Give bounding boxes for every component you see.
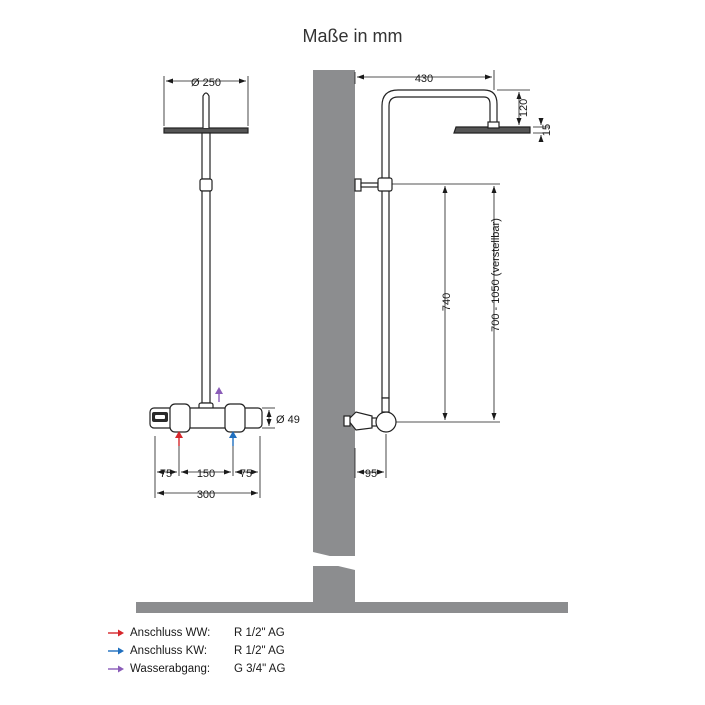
legend-item-cold: Anschluss KW: R 1/2" AG — [108, 642, 285, 660]
front-dimensions — [154, 76, 275, 498]
legend-label: Wasserabgang: — [130, 663, 211, 675]
connection-arrows — [175, 387, 237, 446]
legend-item-hot: Anschluss WW: R 1/2" AG — [108, 624, 285, 642]
legend-value: G 3/4" AG — [234, 663, 286, 675]
side-overhead-arm — [381, 89, 498, 399]
legend-label: Anschluss KW: — [130, 645, 208, 657]
side-wall-bracket — [354, 178, 362, 192]
legend-value: R 1/2" AG — [234, 627, 285, 639]
spacing-left-label: 75 — [160, 468, 172, 480]
side-dimensions — [354, 70, 550, 478]
front-view — [149, 92, 263, 433]
adjustable-range-label: 700 - 1050 (verstellbar) — [490, 218, 502, 332]
cold-water-arrow-icon — [108, 647, 124, 655]
total-width-label: 300 — [197, 489, 215, 501]
front-slider — [199, 178, 213, 192]
rail-height-label: 740 — [441, 293, 453, 311]
arm-height-label: 120 — [518, 99, 530, 117]
head-diameter-label: Ø 250 — [191, 77, 221, 89]
front-handle-right — [224, 403, 246, 433]
side-slider — [377, 177, 393, 192]
floor — [136, 602, 568, 613]
side-thermostat — [375, 411, 397, 433]
cold-inlet-arrow-icon — [229, 431, 237, 438]
front-handle-left — [169, 403, 191, 433]
side-labels: 430 120 15 740 700 - 1050 (verstellbar) … — [365, 73, 553, 480]
side-shower-head — [453, 126, 531, 134]
side-view — [343, 89, 531, 433]
front-labels: Ø 250 Ø 49 75 150 75 300 — [160, 77, 300, 501]
spacing-right-label: 75 — [240, 468, 252, 480]
wall-section — [136, 70, 568, 613]
hot-inlet-arrow-icon — [175, 431, 183, 438]
front-shower-head — [163, 127, 249, 134]
front-riser-upper — [201, 132, 211, 180]
wall-upper — [313, 70, 355, 556]
legend: Anschluss WW: R 1/2" AG Anschluss KW: R … — [108, 624, 285, 678]
front-head-arm — [202, 92, 210, 128]
spacing-mid-label: 150 — [197, 468, 215, 480]
arm-length-label: 430 — [415, 73, 433, 85]
wall-lower — [313, 566, 355, 603]
valve-diameter-label: Ø 49 — [276, 414, 300, 426]
legend-label: Anschluss WW: — [130, 627, 211, 639]
head-thickness-label: 15 — [541, 124, 553, 136]
wall-offset-label: 95 — [365, 468, 377, 480]
wall-break — [313, 552, 355, 570]
legend-value: R 1/2" AG — [234, 645, 285, 657]
front-riser-lower — [201, 190, 211, 404]
water-outlet-arrow-icon — [108, 665, 124, 673]
hot-water-arrow-icon — [108, 629, 124, 637]
outlet-arrow-icon — [215, 387, 223, 394]
legend-item-outlet: Wasserabgang: G 3/4" AG — [108, 660, 285, 678]
page-title: Maße in mm — [302, 26, 403, 46]
